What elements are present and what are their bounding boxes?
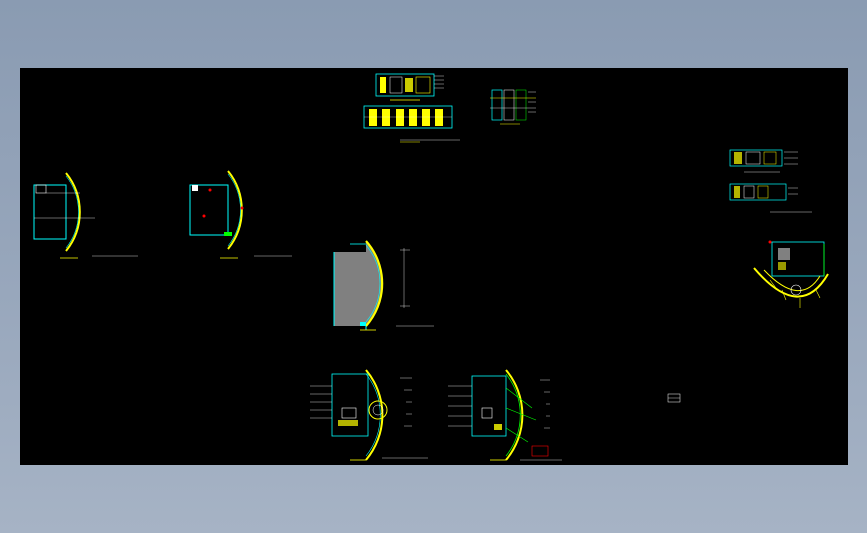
floor-plan-1[interactable] bbox=[33, 172, 138, 259]
cad-model-viewport[interactable] bbox=[20, 68, 848, 465]
floor-plan-detailed-2[interactable] bbox=[448, 369, 562, 461]
floor-plan-detailed-1[interactable] bbox=[310, 369, 428, 461]
cad-drawing-canvas[interactable] bbox=[20, 68, 848, 465]
elevation-drawing-right[interactable] bbox=[729, 149, 812, 213]
floor-plan-2[interactable] bbox=[189, 170, 292, 259]
floor-plan-center-filled[interactable] bbox=[333, 238, 434, 331]
elevation-drawing-top[interactable] bbox=[363, 73, 460, 143]
section-drawing-top[interactable] bbox=[490, 89, 536, 125]
title-block-small[interactable] bbox=[667, 393, 681, 403]
floor-plan-fan[interactable] bbox=[753, 240, 829, 309]
